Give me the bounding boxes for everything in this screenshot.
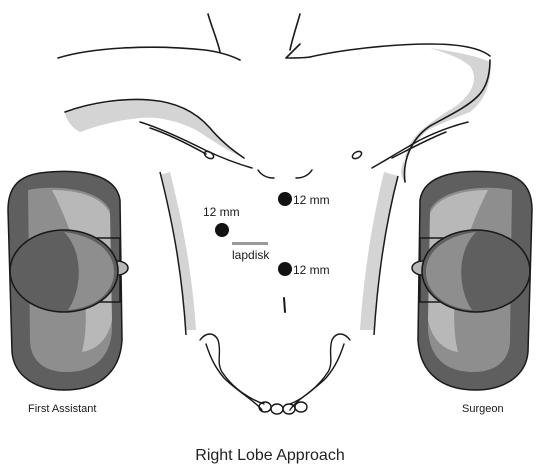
surgeon-figure: [412, 171, 532, 390]
clavicles: [140, 122, 468, 178]
port-marker: [215, 223, 229, 237]
right-shoulder-shading: [401, 48, 490, 182]
lapdisk-bar: [232, 242, 268, 245]
port-label: 12 mm: [203, 205, 240, 219]
port-label: 12 mm: [293, 263, 330, 277]
port-marker: [278, 262, 292, 276]
right-flank-shading: [360, 172, 398, 330]
surgeon-label: Surgeon: [462, 403, 504, 415]
first-assistant-figure: [8, 171, 128, 390]
first-assistant-label: First Assistant: [28, 403, 96, 415]
port-label: 12 mm: [293, 193, 330, 207]
umbilicus: [284, 298, 285, 312]
left-shoulder-shading: [65, 100, 240, 156]
torso-outline: [58, 14, 490, 60]
pelvis: [200, 334, 350, 414]
diagram-caption: Right Lobe Approach: [0, 447, 540, 465]
lapdisk-label: lapdisk: [232, 248, 270, 262]
port-marker: [278, 192, 292, 206]
